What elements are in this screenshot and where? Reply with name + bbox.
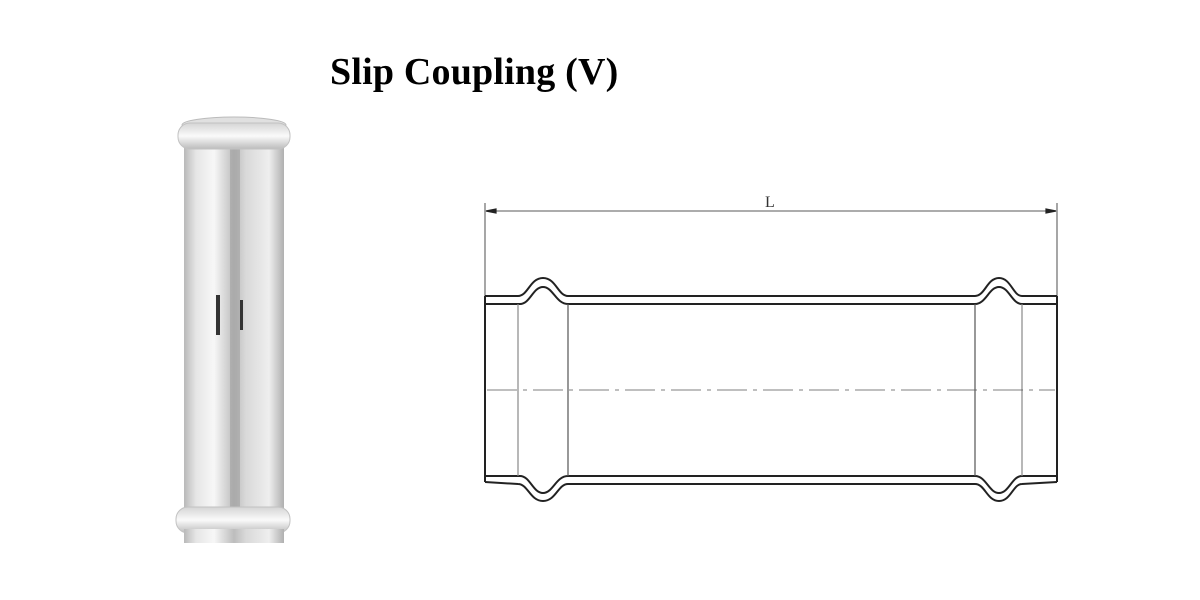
printed-marking: [216, 295, 243, 335]
product-title: Slip Coupling (V): [330, 51, 619, 93]
bottom-end: [184, 529, 284, 543]
outer-wall-bottom: [484, 481, 1058, 503]
weld-seam: [230, 140, 240, 510]
dimension-arrow-right: [1045, 208, 1057, 214]
inner-wall-top: [485, 285, 1057, 305]
dimension-label: L: [765, 194, 775, 211]
outer-wall-top: [485, 276, 1057, 297]
inner-wall-bottom: [485, 475, 1057, 495]
top-bead: [177, 122, 291, 150]
technical-drawing: L: [484, 194, 1058, 503]
product-photo: [175, 116, 291, 543]
dimension-arrow-left: [485, 208, 497, 214]
